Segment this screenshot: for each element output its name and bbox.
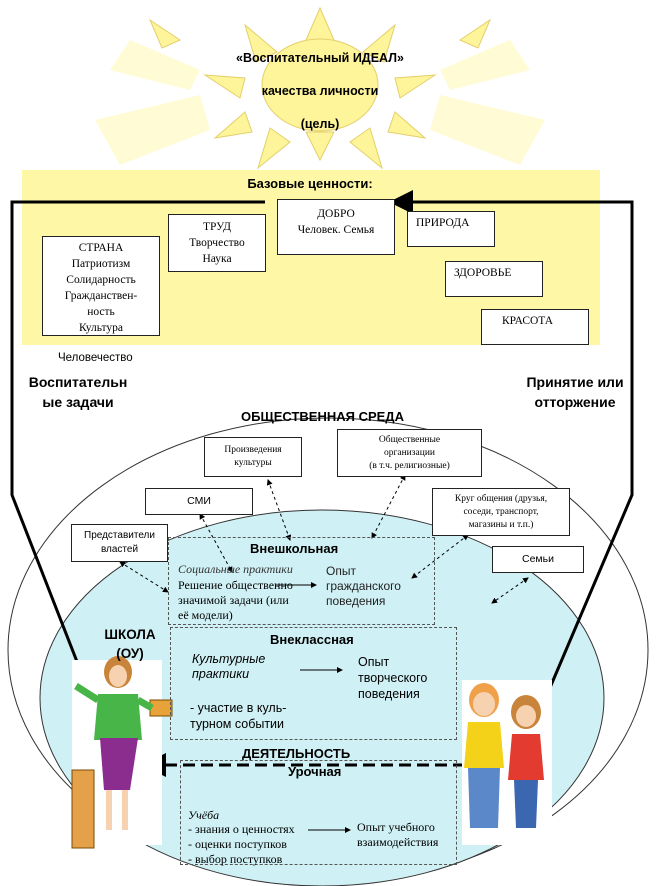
value-krasota: КРАСОТА bbox=[481, 309, 589, 345]
value-strana: СТРАНА Патриотизм Солидарность Гражданст… bbox=[42, 236, 160, 336]
vneshkolnaya-result: Опыт гражданского поведения bbox=[326, 564, 401, 608]
vneklassnaya-title: Внеклассная bbox=[270, 632, 354, 647]
env-authorities: Представители властей bbox=[71, 524, 168, 562]
urochnaya-result: Опыт учебного взаимодействия bbox=[357, 820, 439, 849]
sun-core bbox=[261, 38, 379, 132]
env-families: Семьи bbox=[492, 546, 584, 573]
value-zdorovie: ЗДОРОВЬЕ bbox=[445, 261, 543, 297]
urochnaya-box bbox=[180, 760, 457, 865]
value-trud: ТРУД Творчество Наука bbox=[168, 214, 266, 272]
sun-rays bbox=[148, 6, 492, 170]
env-smi: СМИ bbox=[145, 488, 253, 515]
vneshkolnaya-title: Внешкольная bbox=[250, 541, 339, 556]
label-educational-tasks: Воспитательн ые задачи bbox=[28, 374, 128, 410]
value-chelovechestvo: Человечество bbox=[58, 352, 133, 364]
activity-label: ДЕЯТЕЛЬНОСТЬ bbox=[242, 746, 351, 761]
env-culture-works: Произведения культуры bbox=[204, 437, 302, 477]
vneklassnaya-result: Опыт творческого поведения bbox=[358, 655, 428, 701]
teacher-figure bbox=[71, 656, 173, 849]
vneshkolnaya-practice: Социальные практики bbox=[178, 562, 293, 576]
vneklassnaya-box bbox=[170, 627, 457, 740]
values-title: Базовые ценности: bbox=[247, 176, 373, 191]
vneshkolnaya-box bbox=[168, 537, 435, 625]
school-label: ШКОЛА (ОУ) bbox=[104, 627, 156, 661]
label-acceptance: Принятие или отторжение bbox=[526, 374, 624, 410]
value-dobro: ДОБРО Человек. Семья bbox=[277, 199, 395, 255]
env-public-orgs: Общественные организации (в т.ч. религио… bbox=[337, 429, 482, 477]
environment-title: ОБЩЕСТВЕННАЯ СРЕДА bbox=[241, 409, 404, 424]
ideal-title: «Воспитательный ИДЕАЛ» bbox=[236, 51, 404, 65]
env-circle: Круг общения (друзья, соседи, транспорт,… bbox=[432, 488, 570, 536]
urochnaya-practice: Учёба bbox=[188, 808, 220, 822]
urochnaya-title: Урочная bbox=[288, 764, 342, 779]
urochnaya-desc: - знания о ценностях - оценки поступков … bbox=[188, 822, 295, 866]
ideal-goal: (цель) bbox=[300, 117, 340, 131]
vneklassnaya-desc: - участие в куль- турном событии bbox=[190, 701, 287, 731]
vneshkolnaya-desc: Решение общественно значимой задачи (или… bbox=[178, 578, 293, 622]
children-figure bbox=[462, 680, 552, 845]
vneklassnaya-practice: Культурные практики bbox=[192, 652, 266, 681]
ideal-qualities: качества личности bbox=[261, 84, 379, 98]
value-priroda: ПРИРОДА bbox=[407, 211, 495, 247]
